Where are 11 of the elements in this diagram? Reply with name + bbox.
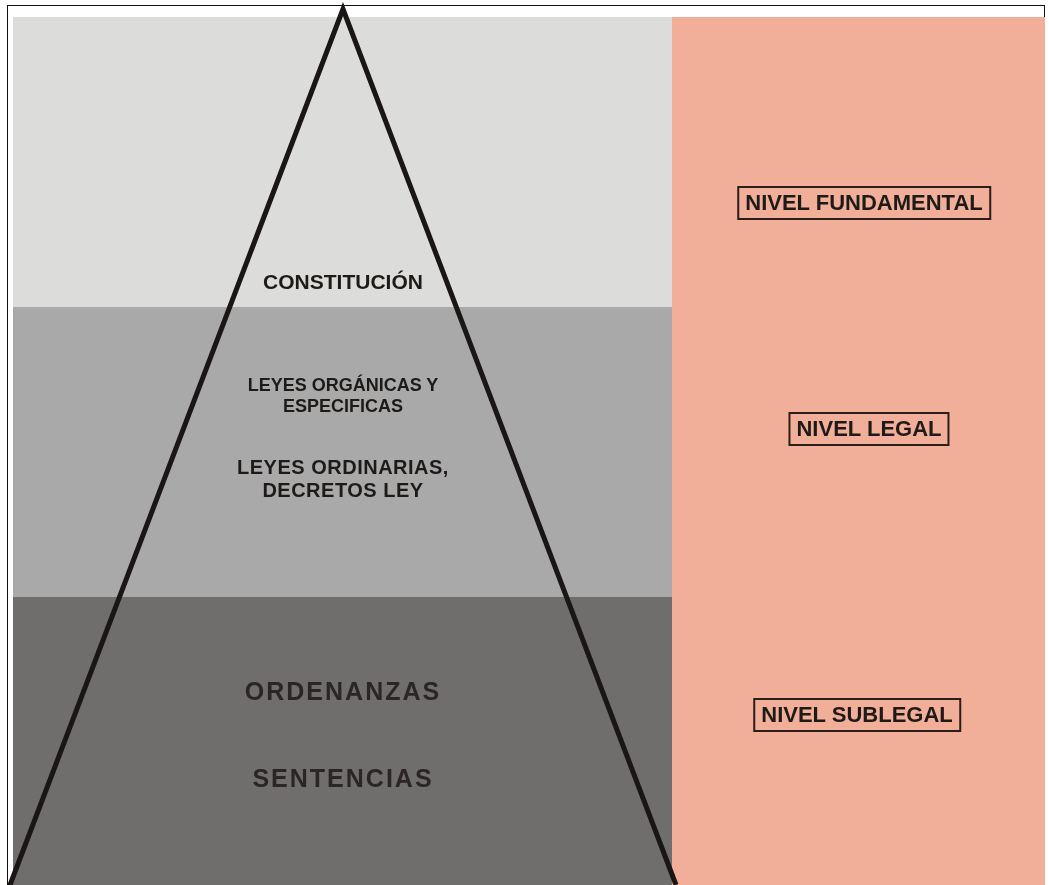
- level-box: NIVEL FUNDAMENTAL: [737, 186, 991, 220]
- band-label: SENTENCIAS: [251, 764, 435, 793]
- pyramid-band: [13, 307, 672, 597]
- band-label: ORDENANZAS: [243, 677, 443, 706]
- pyramid-band: [13, 597, 672, 885]
- band-label: LEYES ORDINARIAS, DECRETOS LEY: [236, 456, 450, 502]
- pyramid-band: [13, 17, 672, 307]
- band-label: CONSTITUCIÓN: [262, 270, 424, 295]
- band-label: LEYES ORGÁNICAS Y ESPECIFICAS: [246, 375, 440, 417]
- level-box: NIVEL LEGAL: [788, 412, 950, 446]
- level-box: NIVEL SUBLEGAL: [753, 698, 961, 732]
